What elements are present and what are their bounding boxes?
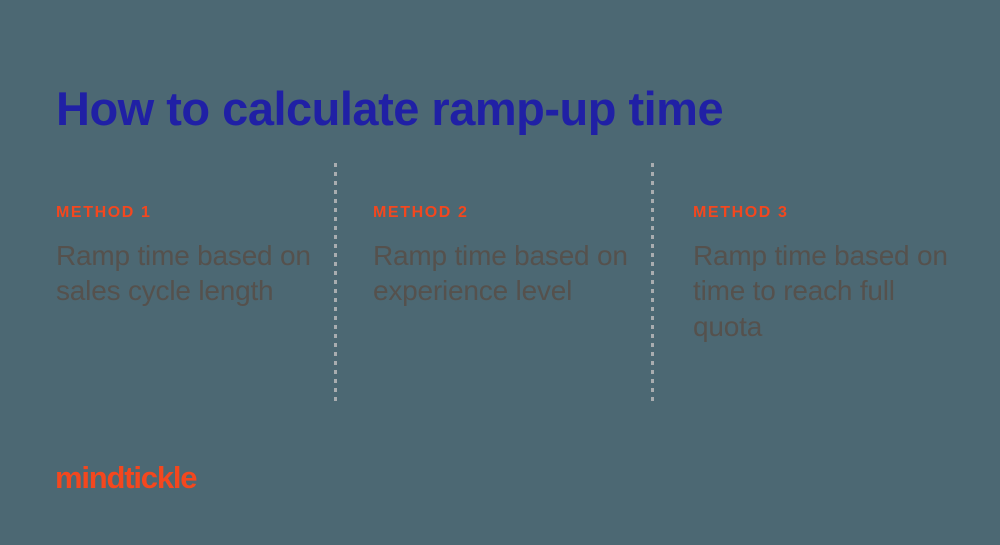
methods-row: METHOD 1 Ramp time based on sales cycle … [0, 205, 1000, 405]
method-card-3: METHOD 3 Ramp time based on time to reac… [693, 205, 955, 344]
method-description-2: Ramp time based on experience level [373, 240, 628, 307]
column-divider-1 [334, 163, 337, 401]
method-card-1: METHOD 1 Ramp time based on sales cycle … [56, 205, 318, 309]
method-description-3: Ramp time based on time to reach full qu… [693, 240, 948, 342]
method-description-1: Ramp time based on sales cycle length [56, 240, 311, 307]
method-label-3: METHOD 3 [693, 204, 789, 221]
page-title: How to calculate ramp-up time [56, 82, 724, 136]
column-divider-2 [651, 163, 654, 401]
method-label-1: METHOD 1 [56, 204, 152, 221]
method-card-2: METHOD 2 Ramp time based on experience l… [373, 205, 635, 309]
method-label-2: METHOD 2 [373, 204, 469, 221]
mindtickle-logo: mindtickle [55, 460, 198, 495]
